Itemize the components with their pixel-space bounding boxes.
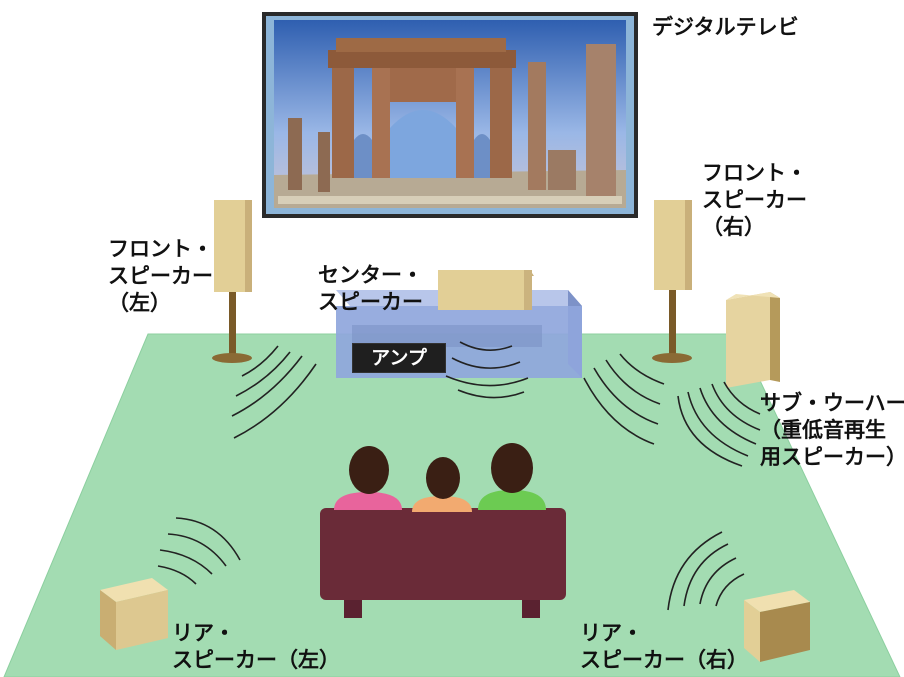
front-right-speaker xyxy=(652,200,692,363)
center-label-line: スピーカー xyxy=(318,290,423,314)
front-left-label-line: スピーカー xyxy=(108,264,213,288)
subwoofer-label: サブ・ウーハー （重低音再生 用スピーカー） xyxy=(760,390,904,471)
rear-right-label: リア・ スピーカー（右） xyxy=(580,620,748,674)
rear-right-label-line: スピーカー（右） xyxy=(580,648,748,672)
front-left-speaker xyxy=(212,200,252,363)
subwoofer-label-line: （重低音再生 xyxy=(760,418,886,442)
front-left-label: フロント・ スピーカー （左） xyxy=(108,236,213,317)
center-label: センター・ スピーカー xyxy=(318,262,423,316)
viewers xyxy=(334,443,546,512)
front-right-label-line: スピーカー xyxy=(702,188,807,212)
subwoofer-label-line: サブ・ウーハー xyxy=(760,391,904,415)
rear-right-label-line: リア・ xyxy=(580,621,643,645)
front-left-label-line: フロント・ xyxy=(108,237,213,261)
sofa xyxy=(320,508,566,618)
rear-left-label: リア・ スピーカー（左） xyxy=(172,620,340,674)
rear-left-speaker xyxy=(100,578,168,650)
rear-right-speaker xyxy=(744,590,810,662)
front-right-label-line: フロント・ xyxy=(702,161,807,185)
subwoofer xyxy=(726,292,780,388)
digital-tv xyxy=(262,12,638,218)
subwoofer-label-line: 用スピーカー） xyxy=(760,445,904,469)
center-label-line: センター・ xyxy=(318,263,423,287)
front-left-label-line: （左） xyxy=(108,291,171,315)
rear-left-label-line: リア・ xyxy=(172,621,235,645)
amp-label: アンプ xyxy=(352,343,446,373)
front-right-label-line: （右） xyxy=(702,215,765,239)
rear-left-label-line: スピーカー（左） xyxy=(172,648,340,672)
front-right-label: フロント・ スピーカー （右） xyxy=(702,160,807,241)
tv-label-text: デジタルテレビ xyxy=(652,15,799,39)
center-speaker xyxy=(438,270,534,310)
tv-label: デジタルテレビ xyxy=(652,14,799,41)
sound-waves xyxy=(157,341,761,611)
